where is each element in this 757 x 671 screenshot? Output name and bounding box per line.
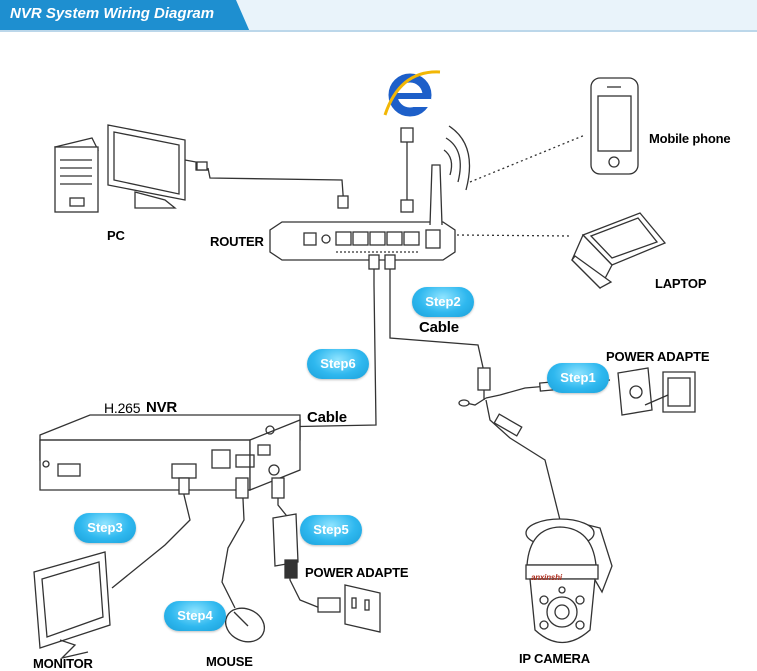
pc-monitor <box>107 124 208 209</box>
diagram-title: NVR System Wiring Diagram <box>10 5 215 22</box>
step3-badge: Step3 <box>74 513 136 543</box>
camera-power-adapter <box>617 367 696 416</box>
ip-camera-label: IP CAMERA <box>519 651 590 666</box>
step2-badge: Step2 <box>412 287 474 317</box>
mobile-phone-device <box>590 77 639 175</box>
laptop-device <box>571 212 667 290</box>
pc-tower <box>54 137 99 213</box>
pc-label: PC <box>107 228 125 243</box>
step1-badge: Step1 <box>547 363 609 393</box>
mouse-device <box>225 607 265 643</box>
router-device <box>269 164 456 261</box>
nvr-device <box>39 414 301 491</box>
ip-camera-device <box>525 518 613 643</box>
nvr-label: NVR <box>146 399 178 416</box>
camera-brand-label: anxinshi <box>531 573 562 582</box>
cable-label-router-nvr: Cable <box>307 409 347 426</box>
laptop-label: LAPTOP <box>655 276 707 291</box>
wifi-signal-icon <box>443 125 471 191</box>
nvr-power-adapter <box>272 513 381 633</box>
pc-router-cable <box>207 167 345 209</box>
header-banner <box>0 0 757 32</box>
mobile-phone-label: Mobile phone <box>649 131 731 146</box>
monitor-label: MONITOR <box>33 656 93 671</box>
nvr-power-adapter-label: POWER ADAPTE <box>305 565 409 580</box>
internet-explorer-icon <box>383 70 441 117</box>
step5-badge: Step5 <box>300 515 362 545</box>
router-label: ROUTER <box>210 234 264 249</box>
camera-power-adapter-label: POWER ADAPTE <box>606 349 710 364</box>
mouse-label: MOUSE <box>206 654 253 669</box>
step4-badge: Step4 <box>164 601 226 631</box>
cable-label-router-camera: Cable <box>419 319 459 336</box>
nvr-prefix-label: H.265 <box>104 400 141 416</box>
monitor-device <box>33 551 111 660</box>
step6-badge: Step6 <box>307 349 369 379</box>
